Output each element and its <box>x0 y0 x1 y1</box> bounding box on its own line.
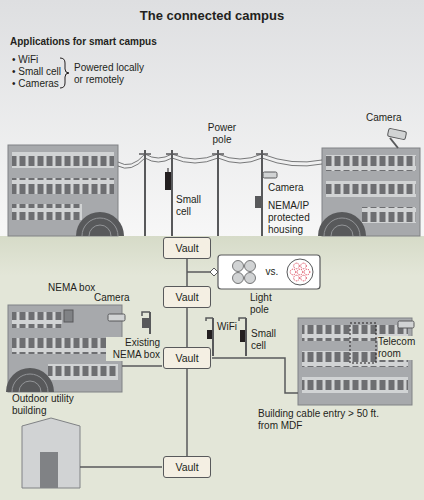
label: Outdoor utility building <box>12 393 92 417</box>
vault-box: Vault <box>163 347 211 369</box>
label: • Small cell <box>12 66 72 78</box>
cable-connector <box>186 259 188 286</box>
node-text: Vault <box>175 461 198 473</box>
building <box>318 148 420 236</box>
vault-box: Vault <box>163 456 211 478</box>
node-text: Vault <box>175 352 198 364</box>
label: Camera <box>366 112 416 124</box>
label: Camera <box>268 182 312 194</box>
cable-connector <box>186 369 188 456</box>
camera-icon <box>387 128 406 148</box>
node-text: Vault <box>175 291 198 303</box>
label: Camera <box>94 292 144 304</box>
brace <box>60 58 69 88</box>
power-pole <box>139 150 268 236</box>
cable-callout <box>187 255 320 289</box>
nema-pole <box>142 312 150 334</box>
label: Existing NEMA box <box>106 337 160 361</box>
label: Applications for smart campus <box>10 36 210 48</box>
label: NEMA/IP protected housing <box>268 200 328 236</box>
label: • WiFi <box>12 54 72 66</box>
label: Small cell <box>176 194 210 218</box>
utility-building <box>22 418 80 488</box>
building <box>298 318 414 405</box>
power-wires <box>118 154 322 168</box>
vault-box: Vault <box>163 286 211 308</box>
building <box>8 145 124 236</box>
label: Telecom room <box>378 336 422 360</box>
small-cell-icon <box>165 168 171 190</box>
cable-connector <box>186 308 188 347</box>
sky <box>0 0 424 236</box>
label: Powered locally or remotely <box>74 62 154 86</box>
light-pole <box>206 318 246 356</box>
ground <box>0 236 424 500</box>
label: WiFi <box>217 321 241 333</box>
label: Light pole <box>250 292 290 316</box>
label: vs. <box>262 266 282 278</box>
vault-box: Vault <box>163 237 211 259</box>
label: Small cell <box>251 328 283 352</box>
fiber-bundle <box>290 263 310 281</box>
title: The connected campus <box>0 8 424 23</box>
node-text: Vault <box>175 242 198 254</box>
label: Power pole <box>200 122 244 146</box>
label: • Cameras <box>12 78 72 90</box>
label: Building cable entry > 50 ft. from MDF <box>258 408 388 432</box>
